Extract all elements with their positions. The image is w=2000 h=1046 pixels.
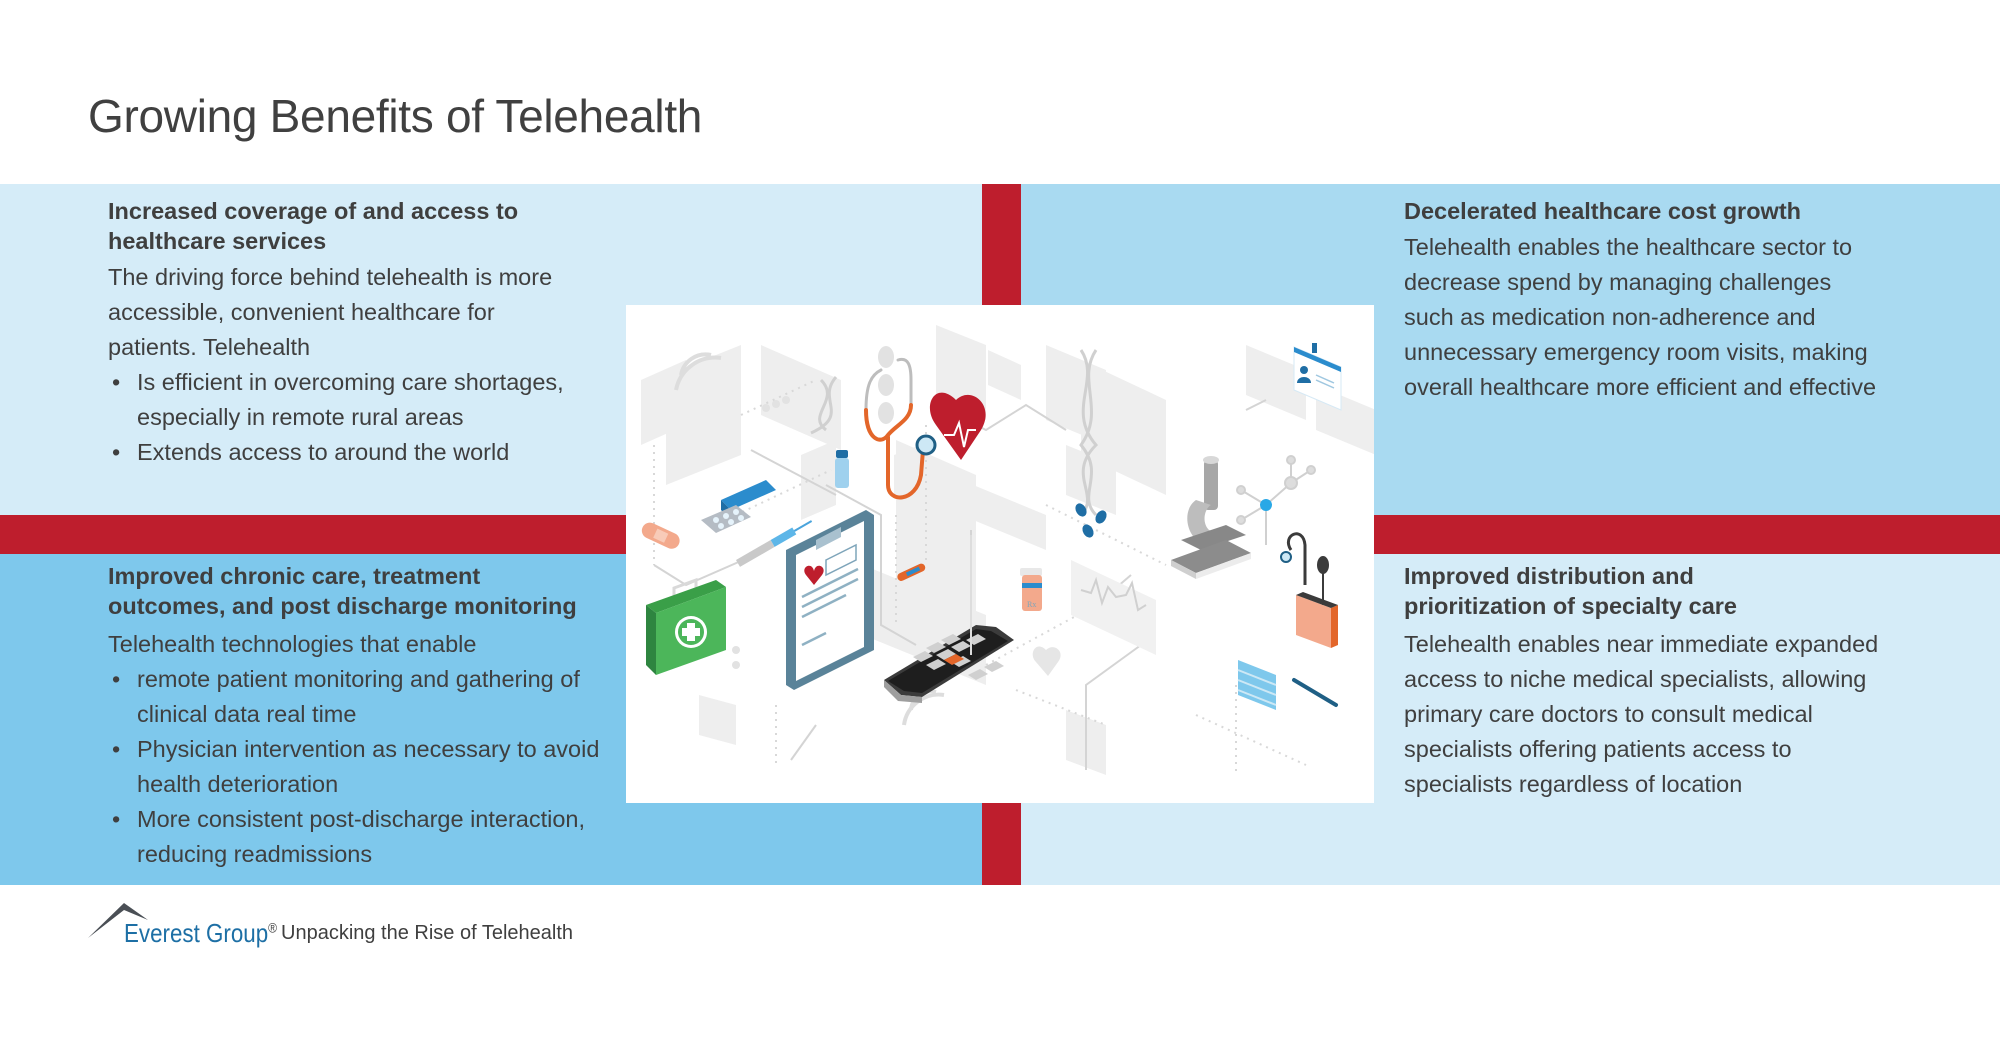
pill-bottle-icon: Rx bbox=[1020, 568, 1042, 611]
vial-icon bbox=[835, 450, 849, 488]
telehealth-illustration: Rx bbox=[626, 305, 1374, 803]
dna-icon bbox=[810, 349, 1099, 517]
quadrant-coverage-access: Increased coverage of and access to heal… bbox=[108, 196, 668, 470]
heart-icon bbox=[929, 392, 986, 460]
bullet-list: •Is efficient in overcoming care shortag… bbox=[108, 365, 668, 470]
background-cards-icon bbox=[641, 325, 1374, 775]
quadrant-body: Telehealth enables the healthcare sector… bbox=[1404, 234, 1877, 400]
id-badge-icon bbox=[1293, 343, 1342, 411]
iv-bag-icon bbox=[1280, 532, 1338, 648]
list-item: •remote patient monitoring and gathering… bbox=[108, 662, 688, 732]
bullet-list: •remote patient monitoring and gathering… bbox=[108, 662, 688, 872]
bullet-icon: • bbox=[112, 736, 121, 762]
list-item: •Is efficient in overcoming care shortag… bbox=[108, 365, 668, 435]
quadrant-heading: Decelerated healthcare cost growth bbox=[1404, 198, 1802, 224]
quadrant-heading: Increased coverage of and access to heal… bbox=[108, 198, 519, 254]
footer-caption: Unpacking the Rise of Telehealth bbox=[281, 922, 574, 944]
thermometer-icon bbox=[897, 563, 926, 581]
list-item: •More consistent post-discharge interact… bbox=[108, 802, 688, 872]
first-aid-kit-icon bbox=[646, 577, 726, 675]
faint-heart-icon bbox=[1032, 646, 1061, 676]
tablet-icon bbox=[884, 535, 1014, 703]
list-item: •Extends access to around the world bbox=[108, 435, 668, 470]
list-item: •Physician intervention as necessary to … bbox=[108, 732, 688, 802]
molecule-icon bbox=[1236, 455, 1316, 545]
everest-logo-mountain-icon bbox=[88, 903, 148, 938]
bullet-icon: • bbox=[112, 439, 121, 465]
brand-logo: Everest Group® bbox=[124, 918, 278, 948]
quadrant-chronic-care: Improved chronic care, treatment outcome… bbox=[108, 561, 688, 872]
quadrant-intro: Telehealth technologies that enable bbox=[108, 631, 477, 657]
scalpel-icon bbox=[1292, 678, 1338, 707]
quadrant-heading: Improved distribution and prioritization… bbox=[1404, 563, 1738, 619]
quadrant-specialty-care: Improved distribution and prioritization… bbox=[1404, 561, 1984, 802]
quadrant-body: Telehealth enables near immediate expand… bbox=[1404, 631, 1879, 797]
quadrant-cost-growth: Decelerated healthcare cost growth Teleh… bbox=[1404, 196, 1984, 405]
face-mask-icon bbox=[1237, 660, 1277, 710]
capsules-icon bbox=[1075, 503, 1107, 538]
svg-text:Rx: Rx bbox=[1027, 600, 1036, 609]
pill-blister-icon bbox=[701, 480, 776, 533]
ecg-monitor-icon bbox=[1071, 560, 1156, 655]
bullet-icon: • bbox=[112, 369, 121, 395]
stethoscope-icon bbox=[864, 357, 937, 500]
quadrant-intro: The driving force behind telehealth is m… bbox=[108, 264, 553, 360]
microscope-icon bbox=[1171, 456, 1251, 579]
page-title: Growing Benefits of Telehealth bbox=[88, 90, 703, 142]
clipboard-icon bbox=[786, 510, 874, 690]
bullet-icon: • bbox=[112, 666, 121, 692]
syringe-icon bbox=[736, 520, 813, 567]
bandage-icon bbox=[641, 522, 680, 549]
quadrant-heading: Improved chronic care, treatment outcome… bbox=[108, 563, 577, 619]
bullet-icon: • bbox=[112, 806, 121, 832]
